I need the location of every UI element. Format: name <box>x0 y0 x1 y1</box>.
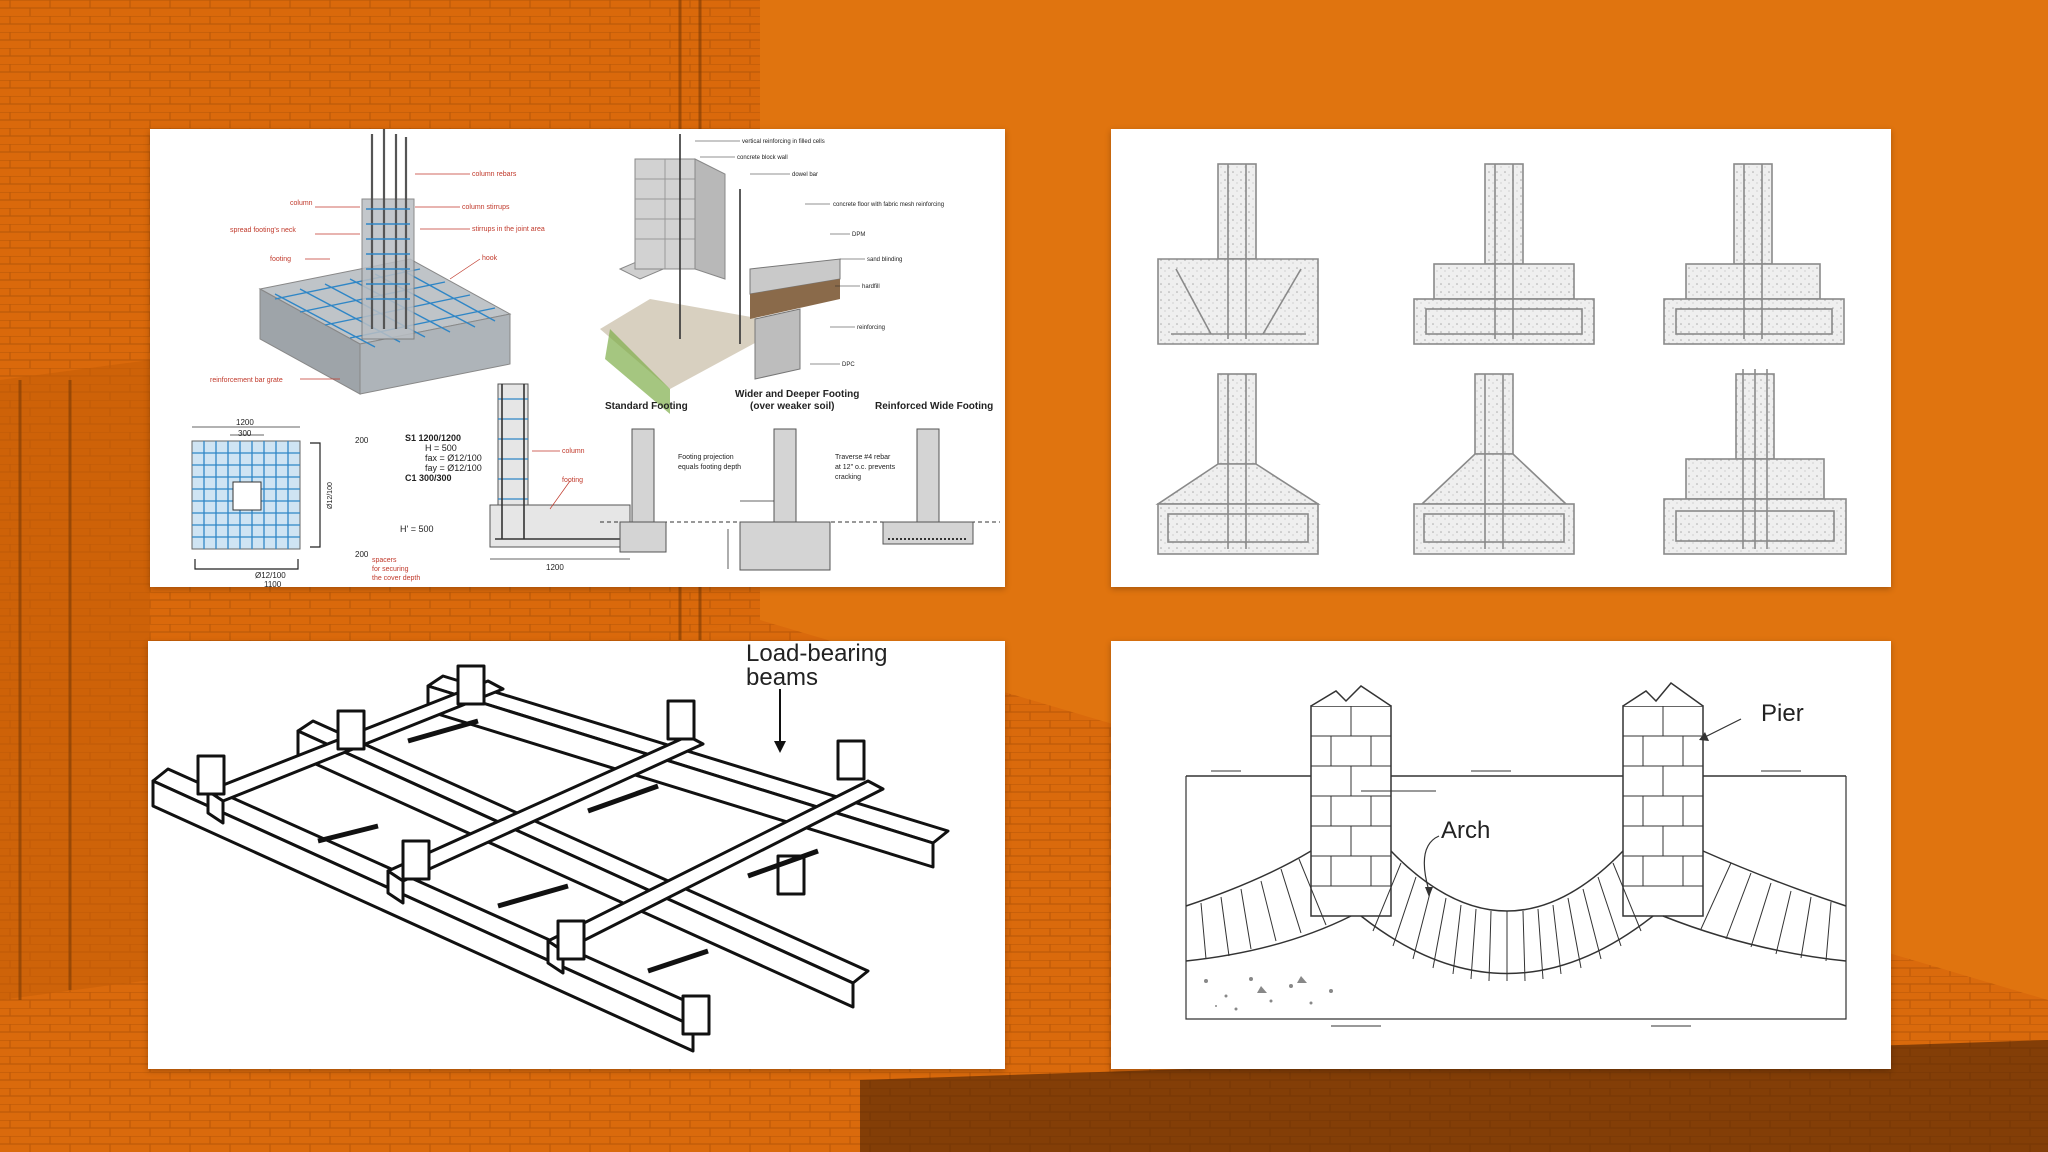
label-pier: Pier <box>1761 700 1804 727</box>
note-rebar-1: Traverse #4 rebar <box>835 454 891 461</box>
label-column: column <box>290 200 313 207</box>
section-dim-1200: 1200 <box>546 563 564 572</box>
plan-dim-1100: 1100 <box>264 580 282 587</box>
label-vertical-reinforcing: vertical reinforcing in filled cells <box>742 139 825 145</box>
label-spread-footing-neck: spread footing's neck <box>230 227 296 234</box>
label-sand-blinding: sand blinding <box>867 257 902 263</box>
spec-h: H = 500 <box>425 443 457 453</box>
label-dpc: DPC <box>842 362 855 368</box>
isometric-footing: column rebars column column stirrups spr… <box>210 129 545 395</box>
label-arch: Arch <box>1441 817 1490 844</box>
footing-variants-panel <box>1111 129 1891 587</box>
plan-dim-phi-side: Ø12/100 <box>327 482 334 509</box>
footing-variant-5 <box>1413 373 1575 555</box>
arch-foundation-panel: Pier Arch <box>1111 641 1891 1069</box>
footing-variant-4 <box>1155 373 1321 555</box>
label-dowel-bar: dowel bar <box>792 172 818 178</box>
section-label-column: column <box>562 448 585 455</box>
label-standard-footing: Standard Footing <box>605 401 688 412</box>
arch-voussoirs <box>1200 858 1832 982</box>
footing-variant-3 <box>1663 163 1845 345</box>
plan-dim-1200: 1200 <box>236 418 254 427</box>
arch-foundation-diagram: Pier Arch <box>1185 681 1847 1027</box>
label-stirrups-joint: stirrups in the joint area <box>472 226 545 233</box>
label-concrete-block-wall: concrete block wall <box>737 155 788 161</box>
footing-variant-6 <box>1663 369 1847 555</box>
label-reinforcement-bar-grate: reinforcement bar grate <box>210 377 283 384</box>
label-beams: beams <box>746 664 818 691</box>
grade-beam-grid-diagram: Load-bearing beams <box>151 641 950 1053</box>
spec-h-dim: H' = 500 <box>400 524 434 534</box>
note-projection-2: equals footing depth <box>678 464 741 471</box>
spread-footing-diagram: column rebars column column stirrups spr… <box>191 129 1000 587</box>
brick-pier-right <box>1622 681 1704 917</box>
label-footing: footing <box>270 256 291 263</box>
section-label-footing: footing <box>562 477 583 484</box>
label-hardfill: hardfill <box>862 284 880 290</box>
label-dpm: DPM <box>852 232 865 238</box>
plan-dim-200-bottom: 200 <box>355 550 369 559</box>
label-hook: hook <box>482 255 498 262</box>
arch-segments <box>1185 850 1847 975</box>
spec-s1: S1 1200/1200 <box>405 433 461 443</box>
label-reinforced-wide: Reinforced Wide Footing <box>875 401 993 412</box>
load-bearing-beams-panel: Load-bearing beams <box>148 641 1005 1069</box>
spec-fax: fax = Ø12/100 <box>425 453 482 463</box>
brick-pier-left <box>1310 685 1392 917</box>
spread-footing-details-panel: column rebars column column stirrups spr… <box>150 129 1005 587</box>
section-label-securing: for securing <box>372 566 409 573</box>
plan-dim-300: 300 <box>238 429 252 438</box>
note-projection-1: Footing projection <box>678 454 734 461</box>
note-rebar-2: at 12" o.c. prevents <box>835 464 896 471</box>
label-concrete-floor: concrete floor with fabric mesh reinforc… <box>833 202 944 208</box>
footing-variants-grid <box>1155 163 1847 555</box>
spec-c1: C1 300/300 <box>405 473 452 483</box>
block-wall-section: vertical reinforcing in filled cells con… <box>600 134 944 414</box>
footing-types-comparison: Standard Footing Wider and Deeper Footin… <box>600 389 1000 571</box>
footing-plan-view: 1200 300 200 200 Ø12/100 1100 Ø12/100 <box>191 418 369 587</box>
footing-variant-1 <box>1157 163 1319 345</box>
spec-fay: fay = Ø12/100 <box>425 463 482 473</box>
label-column-rebars: column rebars <box>472 171 517 178</box>
section-label-cover-depth: the cover depth <box>372 575 420 582</box>
label-wider-deeper-1: Wider and Deeper Footing <box>735 389 859 400</box>
label-load-bearing: Load-bearing <box>746 641 887 667</box>
plan-dim-200-top: 200 <box>355 436 369 445</box>
label-reinforcing: reinforcing <box>857 325 885 331</box>
section-label-spacers: spacers <box>372 557 397 564</box>
note-rebar-3: cracking <box>835 474 861 481</box>
concrete-fill <box>1204 976 1333 1011</box>
label-column-stirrups: column stirrups <box>462 204 510 211</box>
footing-section-spec: S1 1200/1200 H = 500 fax = Ø12/100 fay =… <box>372 383 631 582</box>
label-wider-deeper-2: (over weaker soil) <box>750 401 834 412</box>
footing-variant-2 <box>1413 163 1595 345</box>
plan-dim-phi-bottom: Ø12/100 <box>255 571 286 580</box>
